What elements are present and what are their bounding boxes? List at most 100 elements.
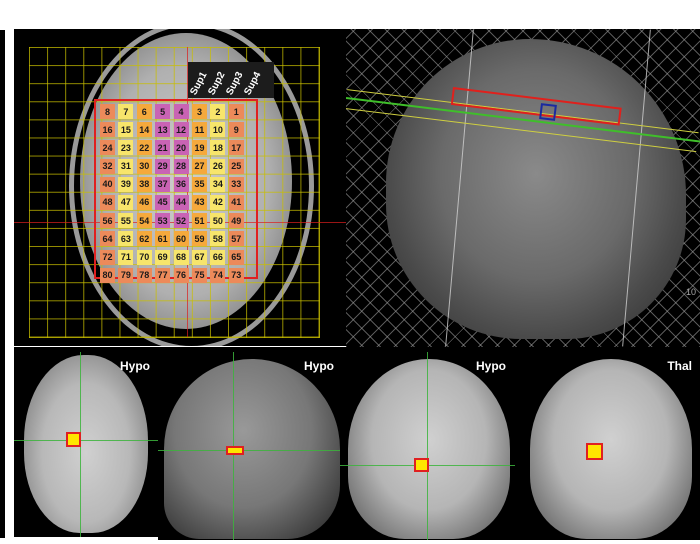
roi-marker <box>414 458 429 472</box>
voxel-cell: 6 <box>136 104 152 119</box>
selected-voxel-box <box>539 103 557 121</box>
voxel-cell: 15 <box>118 122 134 138</box>
voxel-cell: 67 <box>191 249 207 265</box>
voxel-cell: 20 <box>173 140 189 156</box>
voxel-cell: 39 <box>118 176 134 192</box>
voxel-cell: 28 <box>173 158 189 174</box>
voxel-cell: 32 <box>100 158 115 174</box>
voxel-cell: 57 <box>228 231 244 247</box>
voxel-cell: 29 <box>155 158 171 174</box>
voxel-cell: 36 <box>173 176 189 192</box>
region-label: Thal <box>667 359 692 373</box>
voxel-cell: 9 <box>228 122 244 138</box>
voxel-cell: 16 <box>100 122 115 138</box>
voxel-cell: 72 <box>100 249 115 265</box>
crosshair-vertical <box>427 352 428 540</box>
voxel-cell: 64 <box>100 231 115 247</box>
voxel-cell: 10 <box>210 122 226 138</box>
voxel-cell: 12 <box>173 122 189 138</box>
voxel-cell: 46 <box>136 194 152 210</box>
bottom-panel-coronal-thal: Thal <box>520 347 700 540</box>
roi-marker <box>226 446 244 455</box>
region-label: Hypo <box>476 359 506 373</box>
voxel-cell: 13 <box>155 122 171 138</box>
crosshair-horizontal <box>158 450 340 451</box>
voxel-cell: 56 <box>100 213 115 229</box>
voxel-cell: 23 <box>118 140 134 156</box>
voxel-cell: 40 <box>100 176 115 192</box>
voxel-cell: 65 <box>228 249 244 265</box>
voxel-cell: 73 <box>228 267 244 283</box>
crosshair-horizontal <box>14 440 158 441</box>
voxel-cell: 47 <box>118 194 134 210</box>
voxel-cell: 42 <box>210 194 226 210</box>
voxel-cell: 8 <box>100 104 115 119</box>
voxel-cell: 77 <box>155 267 171 283</box>
voxel-cell: 18 <box>210 140 226 156</box>
axis-tick: 10 <box>685 287 696 297</box>
voxel-cell: 66 <box>210 249 226 265</box>
voxel-cell: 55 <box>118 213 134 229</box>
voxel-cell: 31 <box>118 158 134 174</box>
voxel-cell: 41 <box>228 194 244 210</box>
sagittal-slab-panel: 10 <box>346 29 700 347</box>
bottom-panel-coronal-hypo: Hypo <box>340 347 520 540</box>
voxel-cell: 68 <box>173 249 189 265</box>
bottom-panel-sagittal-hypo: Hypo <box>158 347 340 540</box>
sup-label-2: Sup2 <box>206 70 228 97</box>
voxel-cell: 76 <box>173 267 189 283</box>
voxel-cell: 43 <box>191 194 207 210</box>
voxel-cell: 50 <box>210 213 226 229</box>
voxel-cell: 38 <box>136 176 152 192</box>
voxel-cell: 21 <box>155 140 171 156</box>
sup-label-3: Sup3 <box>224 70 246 97</box>
voxel-cell: 54 <box>136 213 152 229</box>
voxel-cell: 25 <box>228 158 244 174</box>
voxel-cell: 63 <box>118 231 134 247</box>
voxel-cell: 34 <box>210 176 226 192</box>
voxel-cell: 70 <box>136 249 152 265</box>
voxel-cell: 79 <box>118 267 134 283</box>
left-black-strip <box>0 30 5 538</box>
voxel-cell: 17 <box>228 140 244 156</box>
bottom-panel-axial-hypo: Hypo <box>14 347 158 537</box>
voxel-cell: 30 <box>136 158 152 174</box>
voxel-cell: 27 <box>191 158 207 174</box>
voxel-cell: 4 <box>173 104 189 119</box>
voxel-cell: 7 <box>118 104 134 119</box>
voxel-cell: 69 <box>155 249 171 265</box>
sup-label-4: Sup4 <box>242 70 264 97</box>
voxel-cell: 3 <box>191 104 207 119</box>
voxel-cell: 74 <box>210 267 226 283</box>
voxel-cell: 37 <box>155 176 171 192</box>
voxel-cell: 52 <box>173 213 189 229</box>
voxel-cell: 24 <box>100 140 115 156</box>
voxel-cell: 11 <box>191 122 207 138</box>
sup-label-1: Sup1 <box>188 70 210 97</box>
coronal-brain-image <box>530 359 692 539</box>
voxel-cell: 5 <box>155 104 171 119</box>
coronal-brain-image <box>348 359 510 539</box>
sagittal-brain-image <box>164 359 340 539</box>
voxel-cell: 59 <box>191 231 207 247</box>
voxel-cell: 33 <box>228 176 244 192</box>
voxel-cell: 51 <box>191 213 207 229</box>
voxel-cell: 26 <box>210 158 226 174</box>
voxel-cell: 60 <box>173 231 189 247</box>
voxel-cell: 22 <box>136 140 152 156</box>
sup-label-tab: Sup1 Sup2 Sup3 Sup4 <box>188 62 274 98</box>
voxel-cell: 80 <box>100 267 115 283</box>
voxel-cell: 58 <box>210 231 226 247</box>
crosshair-vertical <box>187 47 188 337</box>
voxel-cell: 35 <box>191 176 207 192</box>
voxel-cell: 48 <box>100 194 115 210</box>
voxel-cell: 62 <box>136 231 152 247</box>
voxel-cell: 75 <box>191 267 207 283</box>
voxel-cell: 45 <box>155 194 171 210</box>
voxel-cell: 53 <box>155 213 171 229</box>
axial-brain-image <box>24 355 148 533</box>
region-label: Hypo <box>304 359 334 373</box>
voxel-cell: 1 <box>228 104 244 119</box>
voxel-cell: 14 <box>136 122 152 138</box>
